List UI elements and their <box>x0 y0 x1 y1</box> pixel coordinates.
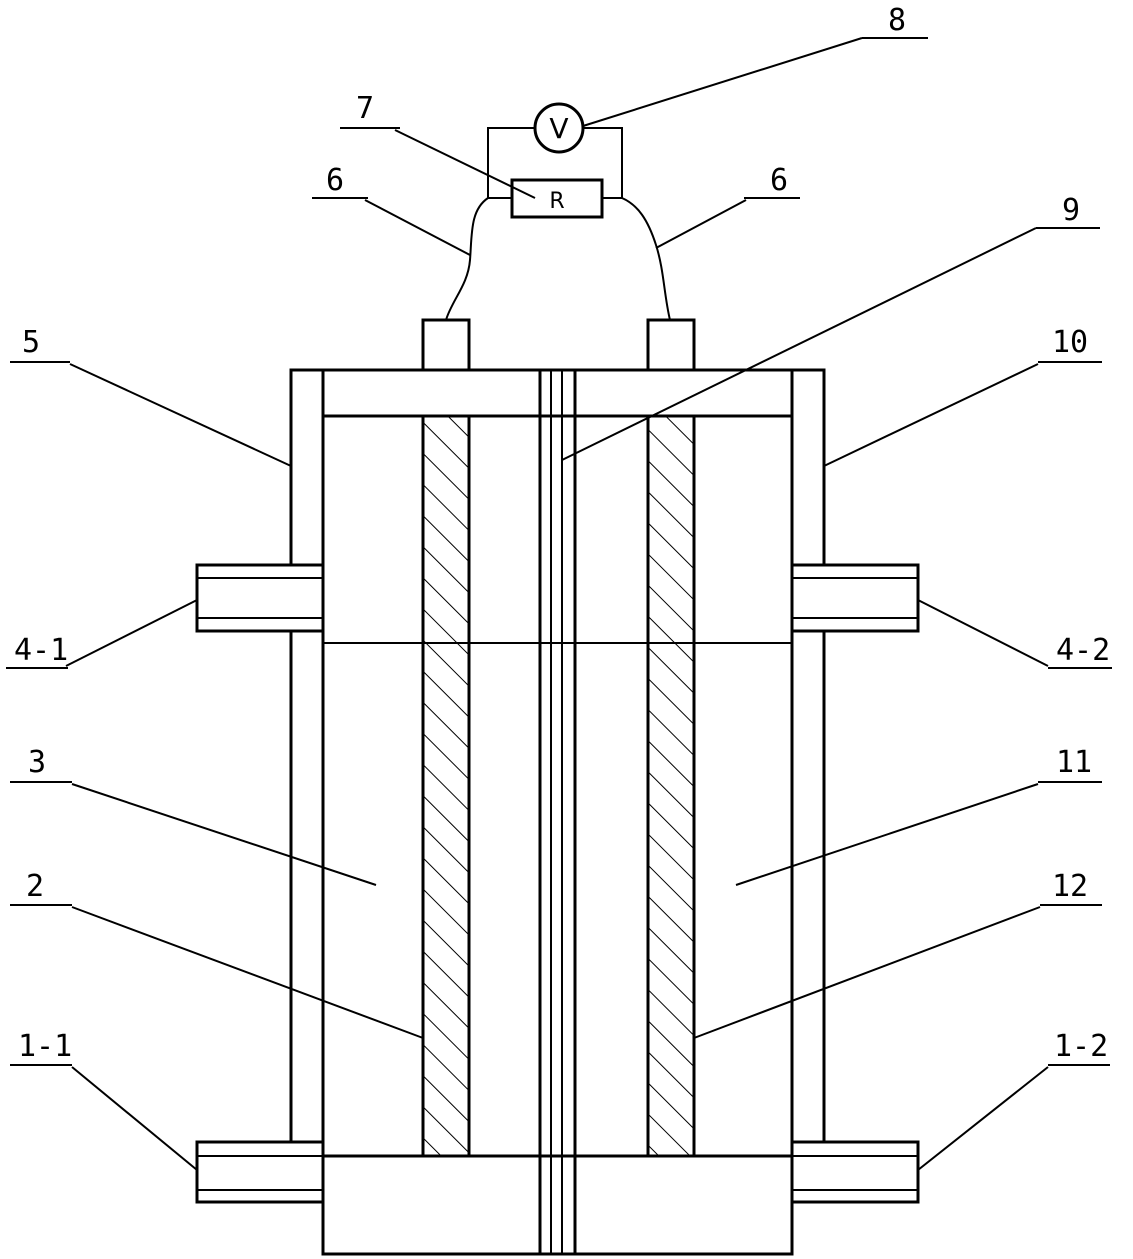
label-4-1: 4-1 <box>14 633 68 668</box>
label-6-left: 6 <box>326 163 344 198</box>
resistor <box>510 178 604 219</box>
cathode-electrode <box>646 414 696 1158</box>
port-1-2 <box>790 1140 920 1204</box>
label-1-1: 1-1 <box>18 1029 72 1064</box>
label-6-right: 6 <box>770 163 788 198</box>
anode-electrode <box>421 414 471 1158</box>
port-1-1 <box>195 1140 325 1204</box>
voltmeter-symbol: V <box>549 112 568 145</box>
right-wire <box>602 197 671 321</box>
resistor-symbol: R <box>549 189 564 214</box>
label-10: 10 <box>1052 325 1088 360</box>
label-9: 9 <box>1062 193 1080 228</box>
label-1-2: 1-2 <box>1054 1029 1108 1064</box>
right-chamber-wall <box>790 368 826 1144</box>
label-7: 7 <box>356 91 374 126</box>
port-4-1 <box>195 563 325 633</box>
top-cover-plate <box>291 368 824 418</box>
central-membrane <box>538 370 577 1254</box>
leader-lines <box>6 37 1112 1171</box>
label-8: 8 <box>888 3 906 38</box>
left-chamber-wall <box>289 368 325 1144</box>
voltmeter <box>533 102 585 154</box>
label-2: 2 <box>26 869 44 904</box>
right-terminal <box>646 318 696 372</box>
left-wire <box>445 197 512 321</box>
bottom-base <box>321 1154 794 1256</box>
label-4-2: 4-2 <box>1056 633 1110 668</box>
label-5: 5 <box>22 325 40 360</box>
port-4-2 <box>790 563 920 633</box>
label-11: 11 <box>1056 745 1092 780</box>
label-3: 3 <box>28 745 46 780</box>
left-terminal <box>421 318 471 372</box>
voltmeter-wire-right <box>583 127 623 198</box>
label-12: 12 <box>1052 869 1088 904</box>
